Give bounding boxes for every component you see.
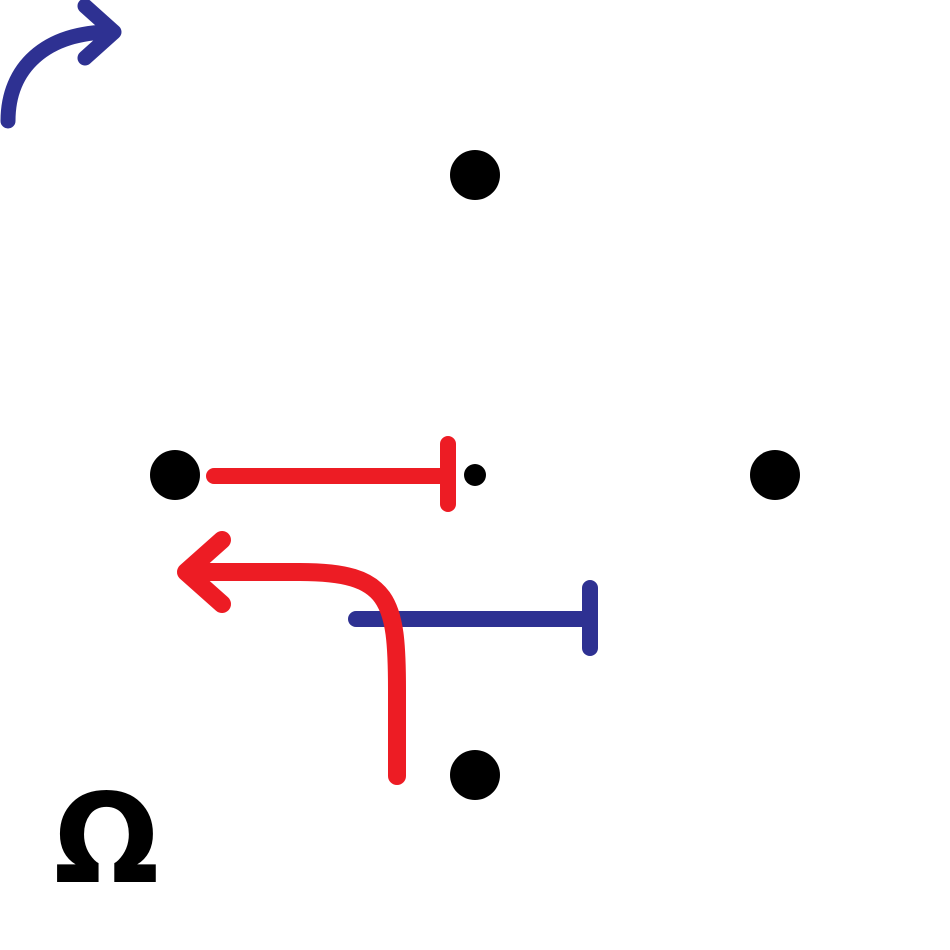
bottom-dot [450,750,500,800]
left-dot [150,450,200,500]
red-left-turn-arrow [177,531,406,785]
red-blocked-arrow [206,436,456,512]
top-dot [450,150,500,200]
center-dot [464,464,486,486]
blue-curved-arrow [0,0,122,129]
omega-symbol: Ω [53,768,160,912]
right-dot [750,450,800,500]
